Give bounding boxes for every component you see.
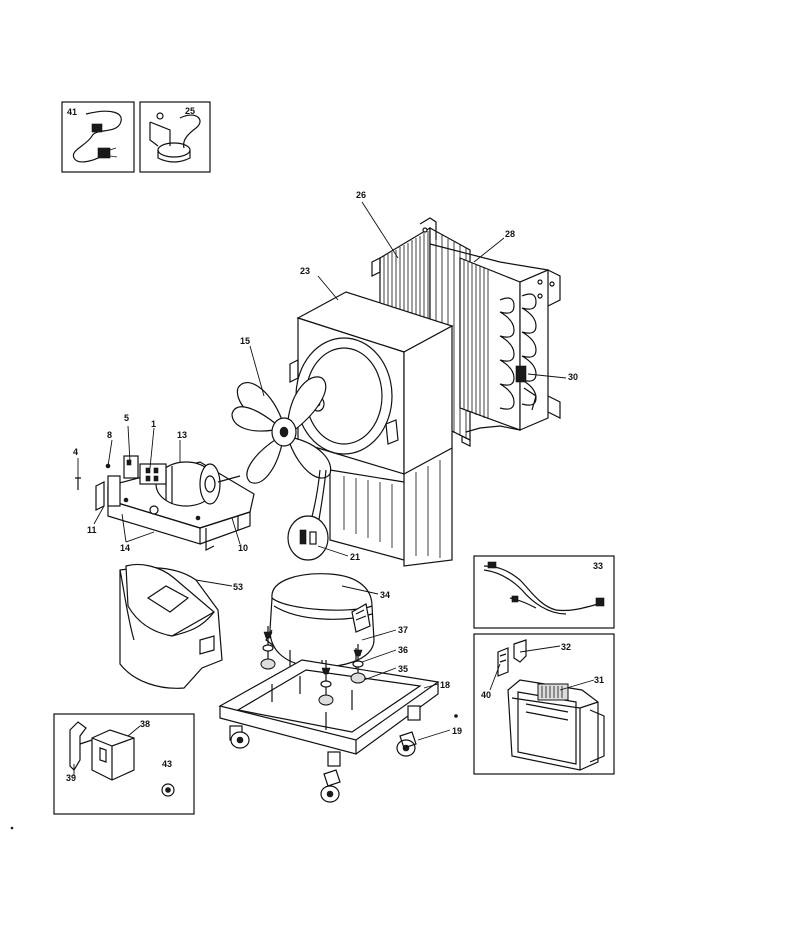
base-pan (218, 659, 458, 803)
mount-center (318, 660, 334, 706)
callout-labels: 26 28 23 30 15 5 1 13 8 4 11 14 10 21 53… (73, 190, 604, 736)
fan-blade (231, 376, 332, 484)
inset-switch-bracket: 38 39 43 (53, 713, 195, 815)
sensor-detail (287, 469, 329, 561)
callout-1: 1 (151, 419, 156, 429)
mount-right (350, 644, 366, 684)
compressor-mounting-hardware (260, 626, 366, 730)
inset-capacitor: 25 (139, 101, 211, 173)
callout-34: 34 (380, 590, 390, 600)
callout-11: 11 (87, 525, 97, 535)
callout-23: 23 (300, 266, 310, 276)
callout-19: 19 (452, 726, 462, 736)
callout-5: 5 (124, 413, 129, 423)
callout-26: 26 (356, 190, 366, 200)
shroud-lower-ribs (343, 460, 441, 558)
fan-motor-assembly (75, 455, 255, 551)
inset-control-box (473, 633, 615, 775)
callout-10: 10 (238, 543, 248, 553)
evaporator-tube-bends (499, 293, 537, 410)
callout-8: 8 (107, 430, 112, 440)
callout-38: 38 (140, 719, 150, 729)
callout-18: 18 (440, 680, 450, 690)
evaporator-coil (429, 243, 561, 447)
callout-13: 13 (177, 430, 187, 440)
callout-37: 37 (398, 625, 408, 635)
fan-shroud (289, 291, 454, 567)
callout-28: 28 (505, 229, 515, 239)
callout-35: 35 (398, 664, 408, 674)
leader-lines (73, 201, 595, 776)
callout-15: 15 (240, 336, 250, 346)
callout-41: 41 (67, 107, 77, 117)
callout-31: 31 (594, 675, 604, 685)
callout-33: 33 (593, 561, 603, 571)
callout-30: 30 (568, 372, 578, 382)
top-cover-panel (119, 563, 223, 689)
callout-39: 39 (66, 773, 76, 783)
callout-53: 53 (233, 582, 243, 592)
stray-dot (10, 826, 14, 830)
mount-left (260, 626, 276, 670)
callout-43: 43 (162, 759, 172, 769)
callout-40: 40 (481, 690, 491, 700)
callout-21: 21 (350, 552, 360, 562)
compressor (265, 573, 375, 686)
inset-power-cord: 41 (61, 101, 135, 173)
evaporator-fins (463, 260, 489, 419)
callout-36: 36 (398, 645, 408, 655)
callout-25: 25 (185, 106, 195, 116)
callout-14: 14 (120, 543, 130, 553)
callout-4: 4 (73, 447, 78, 457)
inset-wire-harness: 33 (473, 555, 615, 629)
callout-32: 32 (561, 642, 571, 652)
